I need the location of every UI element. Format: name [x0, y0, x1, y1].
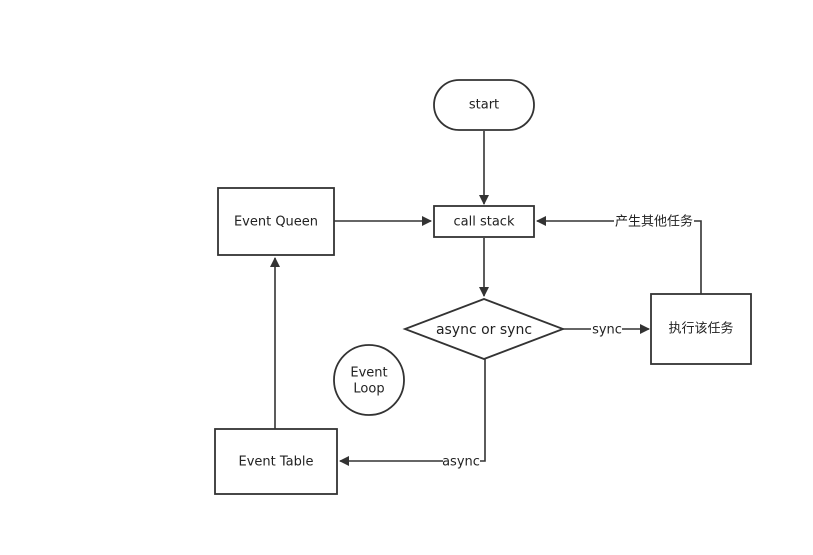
event-loop-label-line2: Loop	[353, 382, 384, 397]
call-stack-node	[433, 205, 535, 238]
decision-node	[402, 298, 566, 360]
sync-edge-label: sync	[592, 323, 622, 338]
execute-task-node	[650, 293, 752, 365]
event-loop-node	[333, 344, 405, 416]
produce-tasks-edge-label: 产生其他任务	[615, 214, 693, 230]
edge-execute-to-produce-label	[694, 220, 702, 294]
event-queen-node	[217, 187, 335, 256]
call-stack-node-label: call stack	[454, 215, 515, 230]
execute-task-node-label: 执行该任务	[668, 321, 733, 337]
decision-node-label: async or sync	[436, 322, 532, 338]
event-queen-node-label: Event Queen	[234, 215, 318, 230]
event-table-node	[214, 428, 338, 495]
async-edge-label: async	[442, 455, 480, 470]
event-loop-label-line1: Event	[350, 366, 387, 381]
event-table-node-label: Event Table	[239, 455, 314, 470]
start-node-label: start	[469, 98, 499, 113]
edge-decision-to-async-label	[480, 359, 486, 462]
start-node	[433, 79, 535, 131]
